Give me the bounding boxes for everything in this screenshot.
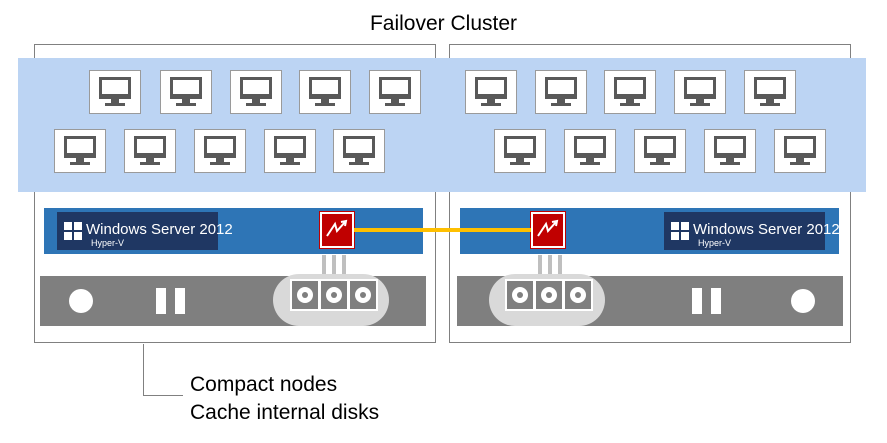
monitor-icon [369,70,421,114]
monitor-icon [704,129,756,173]
monitor-icon [674,70,726,114]
monitor-icon [54,129,106,173]
windows-logo-icon [64,222,82,240]
monitor-icon [564,129,616,173]
disk-drive-icon [563,279,593,311]
monitor-icon [333,129,385,173]
diagram-title: Failover Cluster [369,12,518,35]
monitor-icon [774,129,826,173]
disk-drive-icon [534,279,564,311]
monitor-icon [124,129,176,173]
node-1-cache-icon [319,211,355,249]
callout-leader-vertical [143,344,144,396]
cache-connector [548,255,552,277]
disk-drive-icon [348,279,378,311]
monitor-icon [465,70,517,114]
node-1-os-name: Windows Server 2012 [86,221,233,238]
cache-connector [558,255,562,277]
monitor-icon [634,129,686,173]
power-button-icon [69,289,93,313]
monitor-icon [230,70,282,114]
monitor-icon [264,129,316,173]
monitor-icon [494,129,546,173]
cache-connector [538,255,542,277]
monitor-icon [194,129,246,173]
node-1-os-badge: Windows Server 2012 Hyper-V [57,212,233,250]
node-2-os-sub: Hyper-V [698,238,732,248]
cache-connector [342,255,346,277]
monitor-icon [744,70,796,114]
disk-drive-icon [505,279,535,311]
callout-leader-horizontal [143,395,183,396]
windows-logo-icon [671,222,689,240]
node-2-cache-icon [530,211,566,249]
drive-slot-icon [711,288,721,314]
power-button-icon [791,289,815,313]
drive-slot-icon [692,288,702,314]
cache-connector [332,255,336,277]
callout-line-1: Compact nodes [190,373,338,396]
disk-drive-icon [319,279,349,311]
drive-slot-icon [175,288,185,314]
drive-slot-icon [156,288,166,314]
monitor-icon [299,70,351,114]
monitor-icon [535,70,587,114]
node-1-frame [34,44,436,343]
monitor-icon [160,70,212,114]
cache-connector [322,255,326,277]
node-2-os-name: Windows Server 2012 [693,221,840,238]
node-1-os-sub: Hyper-V [91,238,125,248]
callout-line-2: Cache internal disks [190,401,380,424]
node-2-os-badge: Windows Server 2012 Hyper-V [664,212,840,250]
cache-sync-link [354,228,531,232]
monitor-icon [604,70,656,114]
node-2-frame [449,44,851,343]
disk-drive-icon [290,279,320,311]
monitor-icon [89,70,141,114]
